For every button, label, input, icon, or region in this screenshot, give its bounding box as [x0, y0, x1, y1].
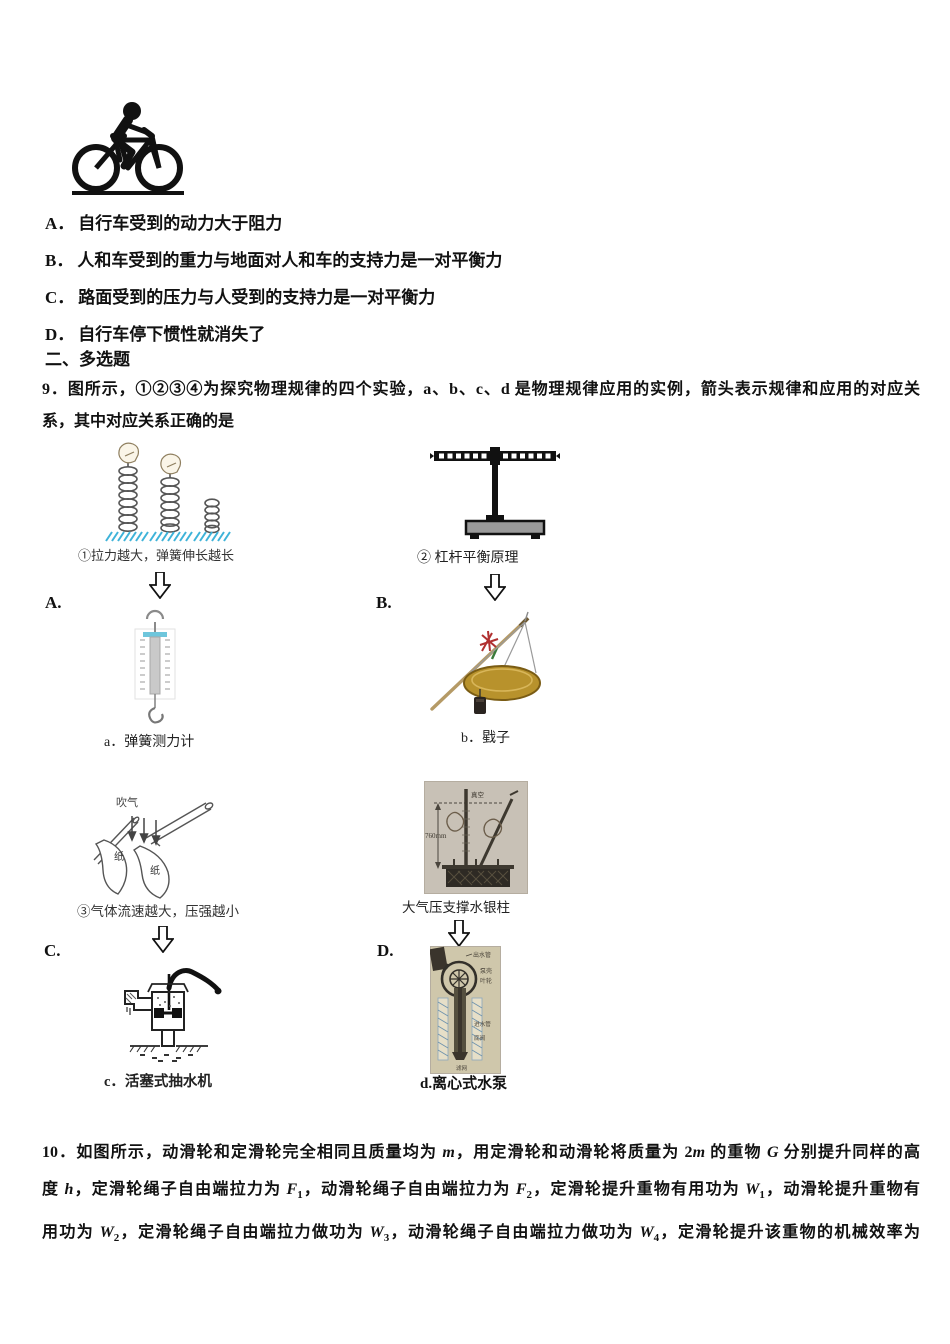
option-label: C． — [45, 288, 75, 307]
experiment4-caption: 大气压支撑水银柱 — [402, 900, 510, 915]
mercury-barometer-figure: 760mm 真空 — [424, 781, 528, 894]
application-d-caption: d.离心式水泵 — [420, 1076, 508, 1092]
q9-stem-line1: 9．图所示，①②③④为探究物理规律的四个实验，a、b、c、d 是物理规律应用的实… — [42, 381, 920, 398]
pump-outlet-label: 出水管 — [473, 951, 491, 959]
down-arrow-icon — [149, 572, 171, 599]
pump-inlet-label: 进水管 — [474, 1020, 491, 1028]
steelyard-figure — [430, 611, 541, 714]
bicycle-icon — [72, 102, 184, 195]
blow-label: 吹气 — [116, 795, 138, 809]
piston-pump-figure — [124, 968, 222, 1062]
experiment2-caption: ② 杠杆平衡原理 — [417, 551, 519, 566]
q9-option-b-label: B. — [376, 593, 392, 612]
q9-option-c-label: C. — [44, 941, 61, 960]
q8-option-a: A． 自行车受到的动力大于阻力 — [45, 203, 925, 240]
q10-line1: 10．如图所示，动滑轮和定滑轮完全相同且质量均为 m，用定滑轮和动滑轮将质量为 … — [42, 1144, 920, 1161]
centrifugal-pump-figure: 出水管 泵壳 叶轮 进水管 底阀 滤网 — [430, 946, 501, 1074]
pump-casing-label: 泵壳 — [480, 967, 492, 975]
down-arrow-icon — [448, 920, 470, 947]
application-c-caption: c．活塞式抽水机 — [104, 1074, 212, 1090]
application-a-caption: a．弹簧测力计 — [104, 735, 195, 750]
springs-experiment-figure — [105, 442, 231, 542]
option-label: B． — [45, 251, 74, 270]
q9-option-d-label: D. — [377, 941, 394, 960]
application-b-caption: b．戥子 — [461, 731, 510, 746]
option-label: D． — [45, 325, 75, 344]
q9-option-a-label: A. — [45, 593, 62, 612]
down-arrow-icon — [484, 574, 506, 601]
q10-stem: 10．如图所示，动滑轮和定滑轮完全相同且质量均为 m，用定滑轮和动滑轮将质量为 … — [42, 1134, 920, 1257]
q9-stem-line2: 系，其中对应关系正确的是 — [42, 413, 235, 430]
pump-impeller-label: 叶轮 — [480, 977, 492, 985]
q8-options: A． 自行车受到的动力大于阻力 B． 人和车受到的重力与地面对人和车的支持力是一… — [45, 203, 925, 351]
pump-valve-label: 底阀 — [474, 1034, 486, 1042]
blowing-papers-figure: 吹气 纸 纸 — [93, 795, 214, 899]
tassel-icon — [479, 630, 499, 652]
paper-label: 纸 — [150, 864, 160, 877]
down-arrow-icon — [152, 926, 174, 953]
section-title: 二、多选题 — [45, 350, 130, 369]
paper-label: 纸 — [114, 850, 124, 863]
pulling-hand-icon — [118, 442, 182, 475]
pump-screen-label: 滤网 — [456, 1064, 468, 1072]
q8-option-c: C． 路面受到的压力与人受到的支持力是一对平衡力 — [45, 277, 925, 314]
option-text: 路面受到的压力与人受到的支持力是一对平衡力 — [78, 288, 436, 307]
spring-dynamometer-figure — [134, 609, 176, 724]
q10-line3: 用功为 W2，定滑轮绳子自由端拉力做功为 W3，动滑轮绳子自由端拉力做功为 W4… — [42, 1224, 920, 1245]
experiment1-caption: ①拉力越大，弹簧伸长越长 — [78, 548, 235, 563]
option-text: 人和车受到的重力与地面对人和车的支持力是一对平衡力 — [77, 251, 503, 270]
q10-line2: 度 h，定滑轮绳子自由端拉力为 F1，动滑轮绳子自由端拉力为 F2，定滑轮提升重… — [42, 1181, 920, 1202]
option-text: 自行车受到的动力大于阻力 — [78, 214, 283, 233]
q8-option-b: B． 人和车受到的重力与地面对人和车的支持力是一对平衡力 — [45, 240, 925, 277]
lever-balance-figure — [430, 447, 560, 539]
option-label: A． — [45, 214, 75, 233]
height-label: 760mm — [425, 832, 447, 840]
option-text: 自行车停下惯性就消失了 — [78, 325, 266, 344]
vacuum-label: 真空 — [471, 790, 485, 799]
q8-option-d: D． 自行车停下惯性就消失了 — [45, 314, 925, 351]
experiment3-caption: ③气体流速越大，压强越小 — [77, 904, 239, 919]
